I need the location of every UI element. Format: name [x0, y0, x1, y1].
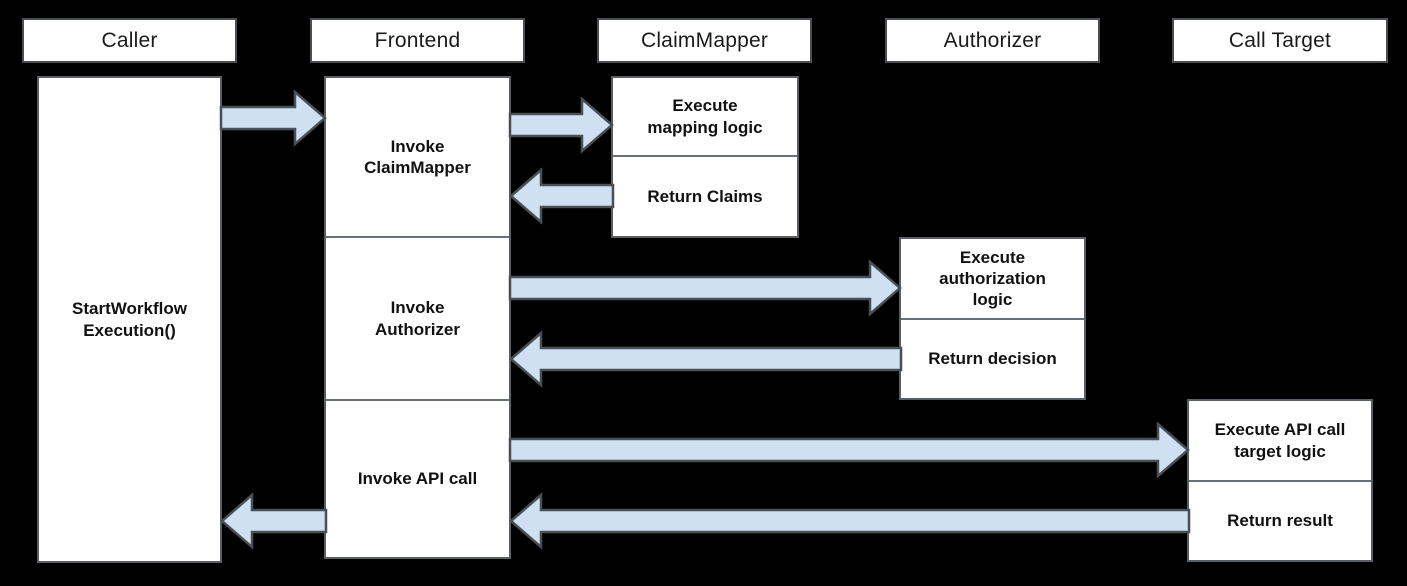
lifeline-header-authorizer: Authorizer [885, 18, 1100, 63]
activation-segment-calltarget-return-result: Return result [1227, 511, 1333, 531]
lifeline-label-authorizer: Authorizer [943, 28, 1042, 52]
message-arrow-calltarget-to-frontend [509, 492, 1191, 550]
activation-segment-authorizer-return-decision: Return decision [928, 349, 1057, 369]
lifeline-label-frontend: Frontend [374, 28, 461, 52]
message-arrow-frontend-to-calltarget [508, 421, 1190, 479]
lifeline-header-frontend: Frontend [310, 18, 525, 63]
message-arrow-claimmapper-to-frontend [509, 167, 615, 225]
message-arrow-authorizer-to-frontend [509, 330, 903, 388]
lifeline-header-claimmapper: ClaimMapper [597, 18, 812, 63]
lifeline-header-calltarget: Call Target [1172, 18, 1388, 63]
activation-segment-claimmapper-return-claims: Return Claims [647, 186, 763, 206]
lifeline-label-caller: Caller [101, 28, 158, 52]
lifeline-label-calltarget: Call Target [1228, 28, 1332, 52]
lifeline-header-caller: Caller [22, 18, 237, 63]
lifeline-label-claimmapper: ClaimMapper [640, 28, 769, 52]
message-arrow-frontend-to-caller [220, 492, 328, 550]
message-arrow-caller-to-frontend [219, 89, 327, 147]
activation-segment-frontend-invoke-api-call: Invoke API call [357, 469, 478, 489]
message-arrow-frontend-to-claimmapper [508, 96, 614, 154]
message-arrow-frontend-to-authorizer [508, 259, 902, 317]
